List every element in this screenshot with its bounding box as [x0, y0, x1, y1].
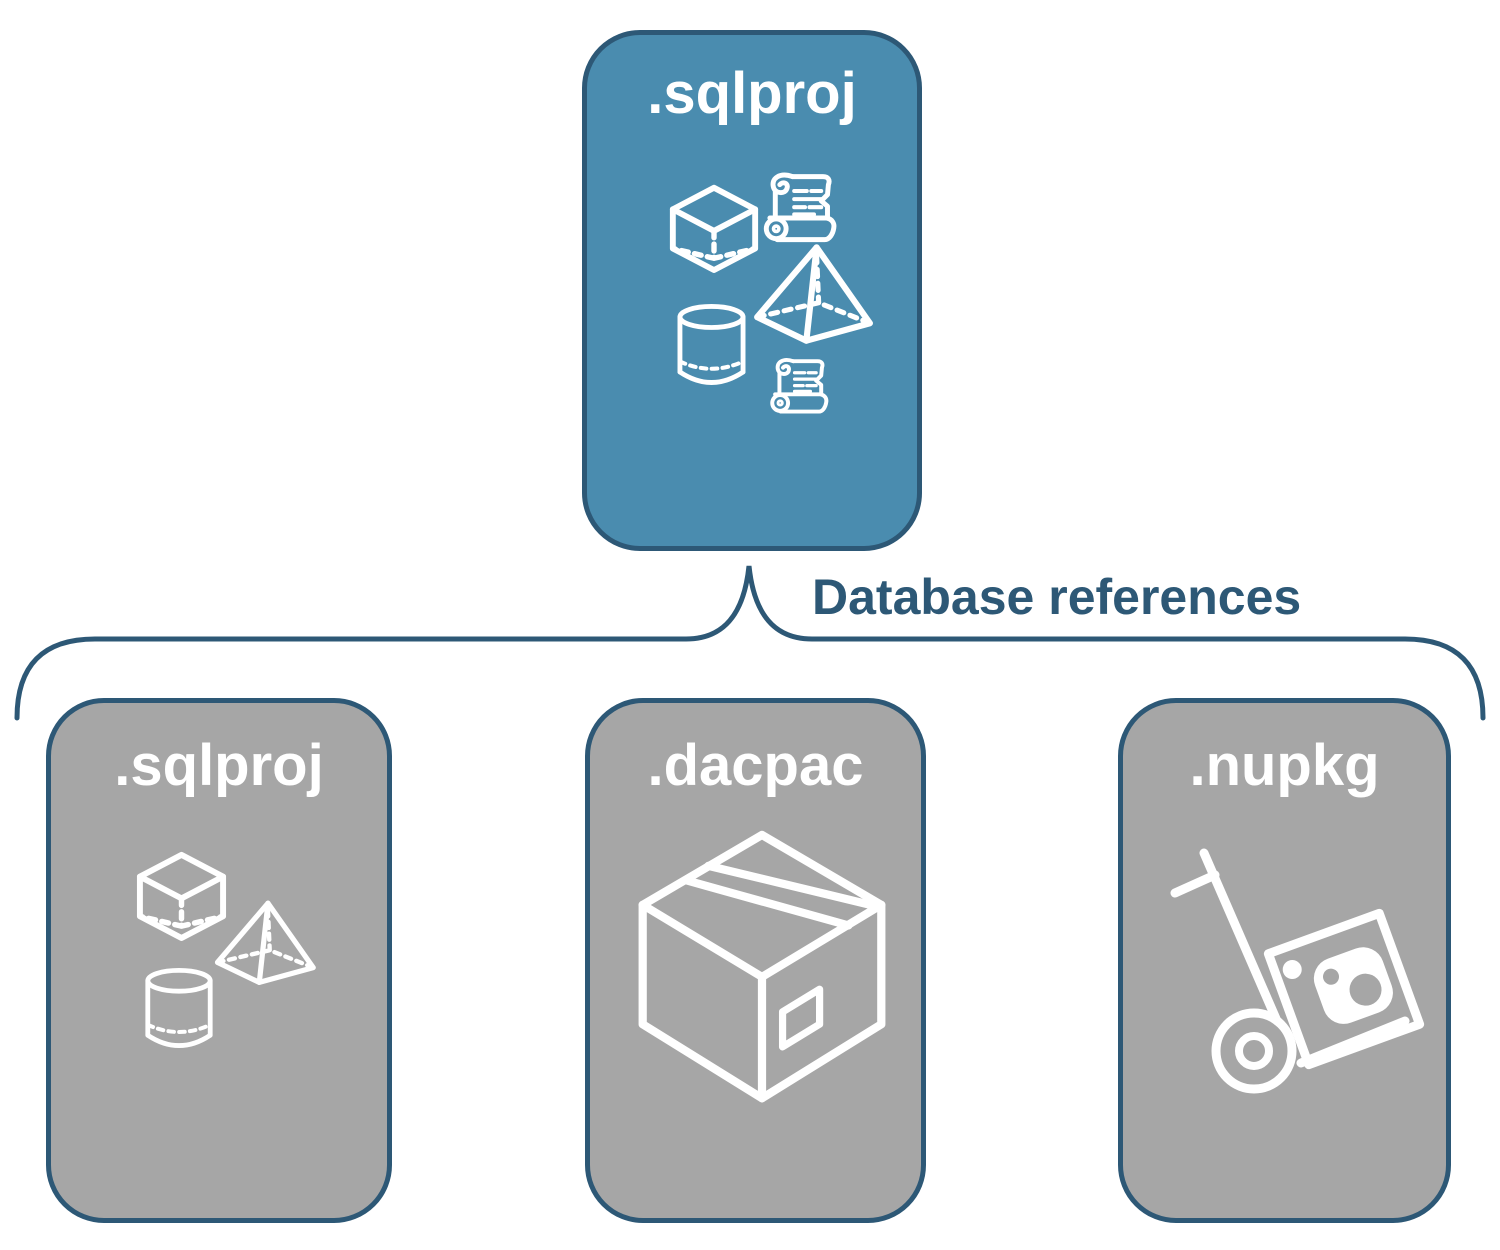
child-box-dacpac: .dacpac: [585, 698, 926, 1223]
parent-box-sqlproj: .sqlproj: [582, 30, 922, 551]
child-box-nupkg: .nupkg: [1118, 698, 1451, 1223]
cube-icon: [136, 851, 227, 941]
hand-truck-nuget-package-icon: [1170, 848, 1425, 1094]
parent-box-label: .sqlproj: [647, 61, 857, 126]
child-box-sqlproj: .sqlproj: [46, 698, 392, 1223]
scroll-icon: [763, 172, 837, 243]
pyramid-icon: [754, 244, 873, 344]
child-box-label: .sqlproj: [114, 733, 324, 798]
child-box-label: .dacpac: [647, 733, 864, 798]
package-box-icon: [638, 830, 886, 1103]
child-box-label: .nupkg: [1189, 733, 1380, 798]
pyramid-icon: [214, 900, 316, 985]
cube-icon: [669, 184, 759, 273]
connector-label: Database references: [812, 569, 1302, 625]
cylinder-icon: [677, 304, 746, 385]
scroll-icon: [770, 358, 829, 414]
cylinder-icon: [145, 968, 213, 1048]
